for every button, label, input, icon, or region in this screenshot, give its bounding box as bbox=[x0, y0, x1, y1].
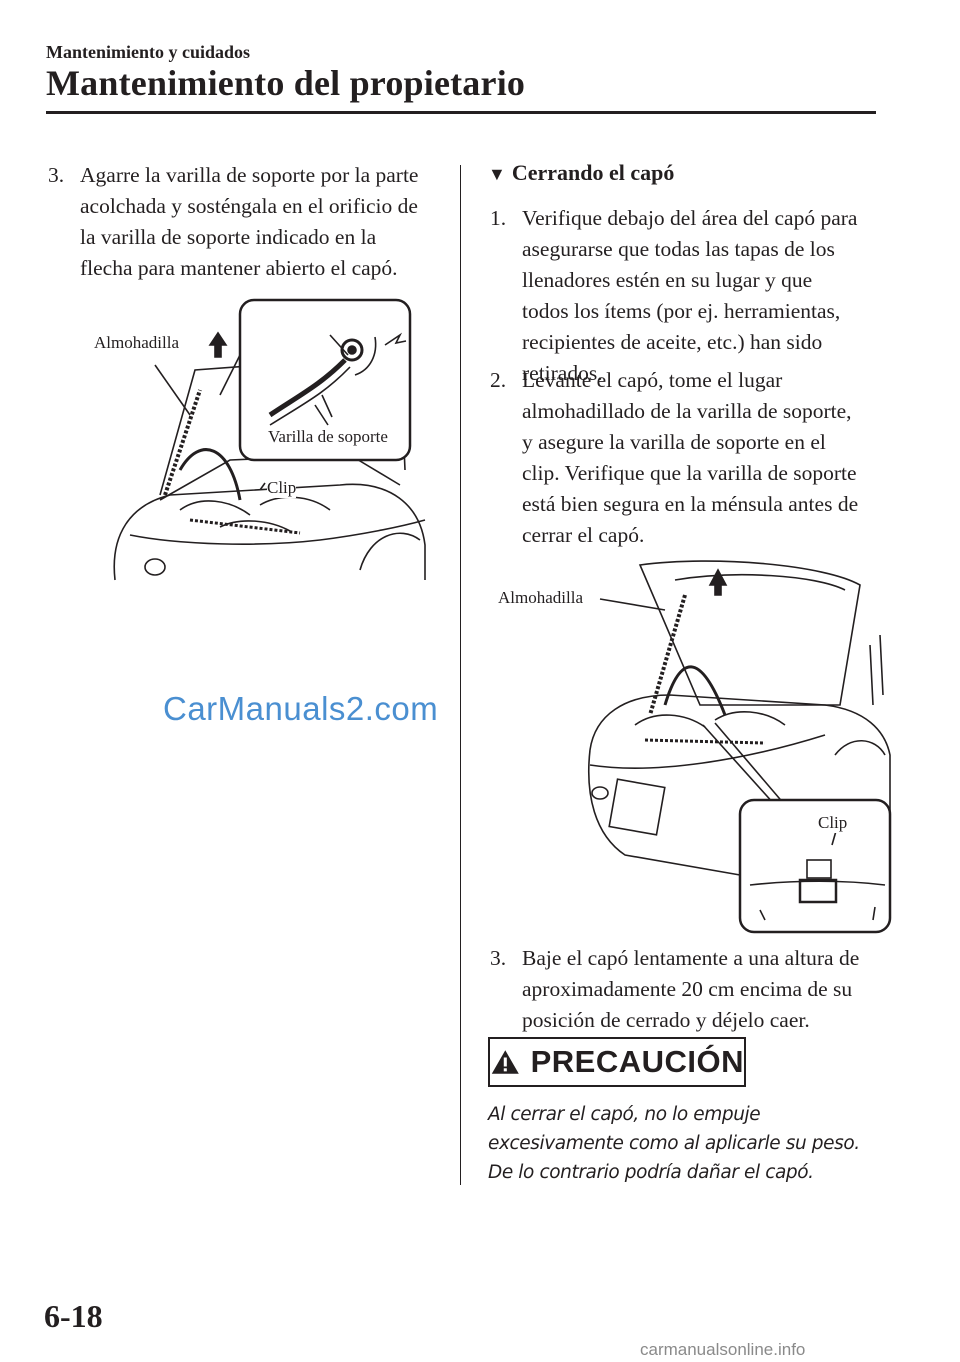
step-line: Agarre la varilla de soporte por la part… bbox=[80, 163, 419, 187]
right-step-3: 3. Baje el capó lentamente a una altura … bbox=[490, 943, 890, 1036]
column-divider bbox=[460, 165, 461, 1185]
step-line: Verifique debajo del área del capó para bbox=[522, 206, 858, 230]
label-pad: Almohadilla bbox=[94, 333, 179, 353]
right-step-2: 2. Levante el capó, tome el lugar almoha… bbox=[490, 365, 890, 551]
caution-line: Al cerrar el capó, no lo empuje bbox=[488, 1104, 761, 1125]
step-line: cerrar el capó. bbox=[522, 523, 645, 547]
step-line: acolchada y sosténgala en el orificio de bbox=[80, 194, 418, 218]
caution-title: PRECAUCIÓN bbox=[530, 1044, 744, 1079]
figure-hood-closing: Almohadilla Clip bbox=[495, 555, 895, 940]
figure-hood-support-rod: Almohadilla Varilla de soporte Clip bbox=[94, 295, 430, 595]
step-line: Levante el capó, tome el lugar bbox=[522, 368, 783, 392]
step-number: 3. bbox=[48, 163, 65, 187]
caution-text: Al cerrar el capó, no lo empuje excesiva… bbox=[488, 1100, 868, 1187]
car-hood-illustration bbox=[113, 298, 426, 581]
car-hood-closing-illustration bbox=[587, 560, 892, 934]
caution-box: PRECAUCIÓN bbox=[488, 1037, 746, 1087]
step-line: Baje el capó lentamente a una altura de bbox=[522, 946, 860, 970]
step-line: aproximadamente 20 cm encima de su bbox=[522, 977, 853, 1001]
right-step-1: 1. Verifique debajo del área del capó pa… bbox=[490, 203, 890, 389]
caution-line: excesivamente como al aplicarle su peso. bbox=[488, 1133, 860, 1154]
step-line: almohadillado de la varilla de soporte, bbox=[522, 399, 852, 423]
page-number: 6-18 bbox=[44, 1298, 103, 1334]
footer-watermark: carmanualsonline.info bbox=[640, 1340, 806, 1359]
step-line: la varilla de soporte indicado en la bbox=[80, 225, 377, 249]
subheading: ▼Cerrando el capó bbox=[488, 160, 674, 186]
triangle-down-icon: ▼ bbox=[488, 164, 506, 184]
step-number: 3. bbox=[490, 946, 507, 970]
warning-triangle-icon bbox=[491, 1050, 519, 1074]
step-line: y asegure la varilla de soporte en el bbox=[522, 430, 826, 454]
label-clip: Clip bbox=[818, 813, 848, 833]
step-line: retirados. bbox=[522, 361, 603, 385]
step-line: asegurarse que todas las tapas de los bbox=[522, 237, 835, 261]
step-line: está bien segura en la ménsula antes de bbox=[522, 492, 859, 516]
step-number: 2. bbox=[490, 368, 507, 392]
label-pad: Almohadilla bbox=[498, 588, 583, 608]
left-step-3: 3. Agarre la varilla de soporte por la p… bbox=[48, 160, 448, 284]
label-clip: Clip bbox=[267, 478, 297, 498]
step-line: llenadores estén en su lugar y que bbox=[522, 268, 813, 292]
step-line: posición de cerrado y déjelo caer. bbox=[522, 1008, 810, 1032]
step-line: clip. Verifique que la varilla de soport… bbox=[522, 461, 857, 485]
chapter-title: Mantenimiento del propietario bbox=[46, 63, 526, 103]
section-label: Mantenimiento y cuidados bbox=[46, 42, 251, 62]
subheading-text: Cerrando el capó bbox=[511, 160, 675, 185]
step-number: 1. bbox=[490, 206, 507, 230]
step-line: flecha para mantener abierto el capó. bbox=[80, 256, 398, 280]
step-line: todos los ítems (por ej. herramientas, bbox=[522, 299, 841, 323]
step-line: recipientes de aceite, etc.) han sido bbox=[522, 330, 823, 354]
header-rule bbox=[46, 111, 876, 114]
label-support-rod: Varilla de soporte bbox=[268, 427, 388, 447]
watermark-logo: CarManuals2.com bbox=[163, 690, 439, 727]
caution-line: De lo contrario podría dañar el capó. bbox=[488, 1162, 814, 1183]
